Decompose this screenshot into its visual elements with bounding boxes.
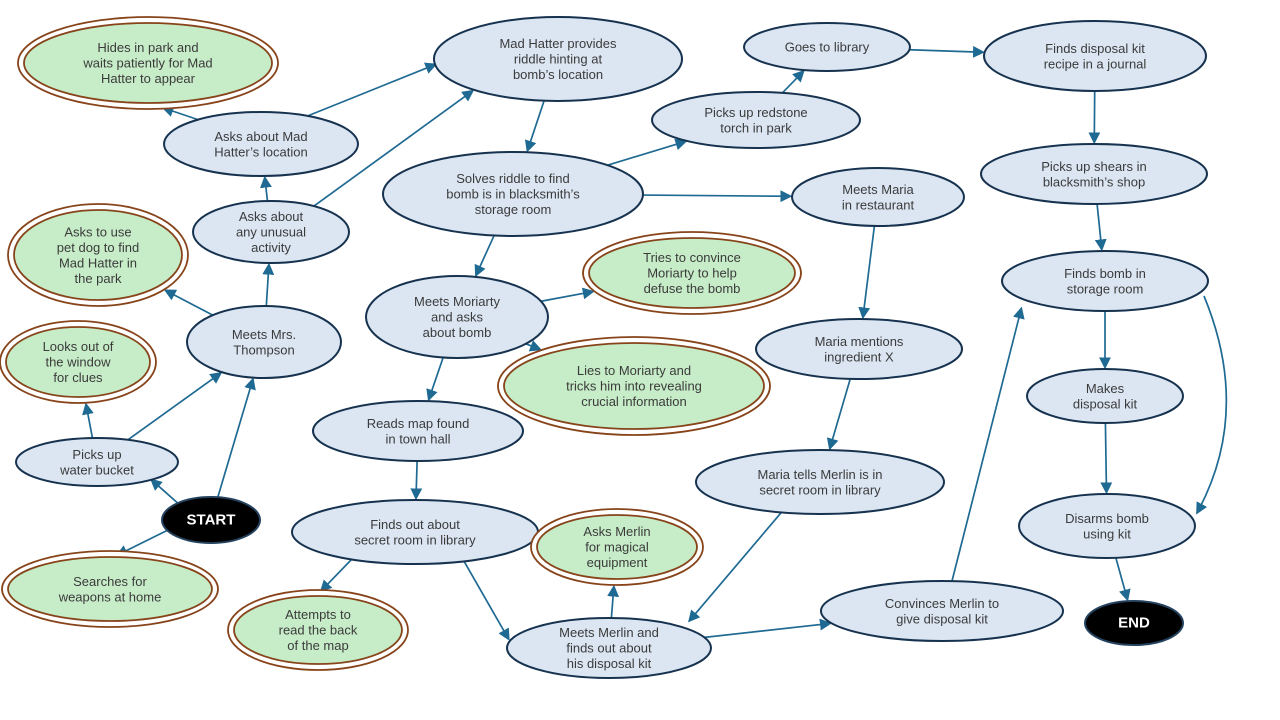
edge-redstone-library — [781, 69, 805, 94]
edge-shears-finds_bomb — [1094, 203, 1107, 252]
edge-riddle-solves — [524, 100, 545, 153]
edge-finds_secret-meets_merlin — [463, 560, 510, 641]
edge-finds_secret-attempts_read — [319, 558, 353, 593]
node-end: END — [1084, 600, 1184, 646]
edge-moriarty-reads_map — [426, 357, 444, 402]
node-label-library: Goes to library — [785, 40, 870, 55]
edge-solves-redstone — [607, 138, 688, 167]
edge-moriarty-lies_moriarty — [525, 340, 542, 352]
node-label-end: END — [1118, 615, 1150, 632]
edges-layer — [82, 45, 1228, 641]
edge-finds_bomb-disarms — [1196, 295, 1228, 515]
edge-bucket-looks_window — [82, 402, 94, 439]
edge-disarms-end — [1115, 557, 1131, 602]
edge-solves-moriarty — [474, 235, 495, 278]
edge-moriarty-tries_convince — [540, 287, 595, 303]
edge-ingredient-maria_tells — [826, 378, 852, 451]
edge-bucket-thompson — [127, 372, 223, 441]
node-library: Goes to library — [743, 22, 911, 72]
edge-meets_merlin-asks_equipment — [607, 584, 620, 619]
edge-reads_map-finds_secret — [410, 460, 423, 501]
node-thompson: Meets Mrs.Thompson — [186, 305, 342, 379]
edge-convinces-finds_bomb — [951, 306, 1025, 582]
node-label-thompson: Meets Mrs.Thompson — [232, 327, 296, 358]
edge-asks_location-riddle — [299, 62, 438, 120]
edge-thompson-unusual — [262, 262, 275, 307]
node-start: START — [161, 496, 261, 544]
edge-unusual-riddle — [313, 89, 475, 207]
node-label-start: START — [187, 512, 236, 529]
edge-thompson-pet_dog — [163, 289, 214, 316]
edge-makes_kit-disarms — [1100, 422, 1113, 495]
edge-solves-meets_maria — [642, 190, 793, 203]
edge-library-recipe — [909, 45, 985, 58]
edge-start-thompson — [216, 377, 256, 498]
edge-start-bucket — [150, 478, 179, 504]
edge-unusual-asks_location — [260, 175, 272, 202]
edge-meets_maria-ingredient — [858, 225, 876, 320]
edge-maria_tells-meets_merlin — [688, 511, 782, 623]
edge-meets_merlin-convinces — [704, 618, 832, 639]
